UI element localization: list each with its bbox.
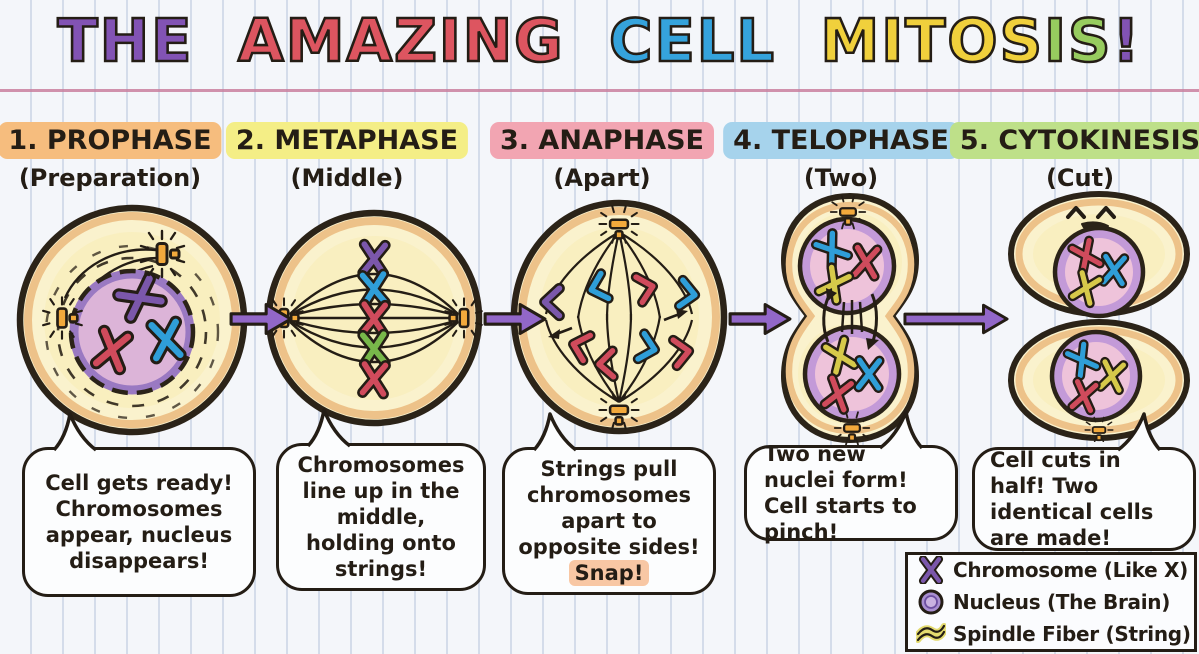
bubble-text: Cell gets ready! Chromosomes appear, nuc…: [45, 470, 233, 574]
phase-1-subtitle: (Preparation): [18, 164, 202, 192]
pull-arrow-right: [663, 309, 688, 322]
phase-1-header: 1. PROPHASE (Preparation): [0, 122, 222, 192]
title-word-mitosis: MITOSIS!: [819, 5, 1142, 77]
pinch-arrows: [822, 288, 879, 350]
phase-5-header: 5. CYTOKINESIS (Cut): [949, 122, 1199, 192]
title-word-cell: CELL: [608, 5, 776, 77]
page-title: THE AMAZING CELL MITOSIS!: [0, 5, 1199, 77]
anaphase-cell-illustration: [506, 196, 732, 438]
bubble-tail: [531, 412, 577, 454]
bubble-text: Two new nuclei form! Cell starts to pinc…: [764, 441, 917, 545]
speech-bubble-metaphase: Chromosomes line up in the middle, holdi…: [276, 408, 486, 591]
metaphase-cell-illustration: [262, 204, 486, 432]
bubble-tail: [1117, 412, 1163, 454]
bubble-text-main: Strings pull chromosomes apart to opposi…: [518, 456, 700, 560]
phase-2-header: 2. METAPHASE (Middle): [225, 122, 469, 192]
nucleus-icon: [916, 588, 946, 616]
speech-bubble-cytokinesis: Cell cuts in half! Two identical cells a…: [972, 412, 1196, 551]
title-exclamation: !: [1111, 5, 1142, 77]
legend-box: Chromosome (Like X) Nucleus (The Brain): [905, 552, 1197, 652]
chromosome-x-icon: [916, 556, 946, 584]
title-word-the: THE: [56, 5, 194, 77]
pull-arrow-left: [548, 326, 573, 339]
title-underline: [0, 89, 1199, 92]
arrow-metaphase-to-anaphase: [482, 300, 548, 338]
telophase-cell-illustration: [752, 190, 948, 446]
phase-4-name: 4. TELOPHASE: [723, 122, 959, 159]
legend-item-chromosome: Chromosome (Like X): [916, 556, 1189, 584]
phase-1-name: 1. PROPHASE: [0, 122, 222, 159]
bubble-text: Cell cuts in half! Two identical cells a…: [990, 447, 1154, 551]
phase-5-subtitle: (Cut): [1045, 164, 1115, 192]
bubble-tail: [51, 412, 97, 454]
legend-label: Nucleus (The Brain): [953, 590, 1171, 614]
legend-label: Spindle Fiber (String): [953, 622, 1191, 646]
speech-bubble-prophase: Cell gets ready! Chromosomes appear, nuc…: [22, 412, 256, 597]
title-word-amazing: AMAZING: [237, 5, 565, 77]
phase-3-header: 3. ANAPHASE (Apart): [489, 122, 715, 192]
phase-3-name: 3. ANAPHASE: [489, 122, 715, 159]
phase-2-subtitle: (Middle): [290, 164, 404, 192]
legend-item-spindle-fiber: Spindle Fiber (String): [916, 620, 1191, 648]
speech-bubble-anaphase: Strings pull chromosomes apart to opposi…: [502, 412, 716, 595]
bubble-text: Chromosomes line up in the middle, holdi…: [297, 452, 465, 582]
title-segment-is: IS: [1043, 5, 1113, 77]
bubble-tail: [879, 410, 925, 452]
phase-4-subtitle: (Two): [803, 164, 879, 192]
cytokinesis-cells-illustration: [1002, 190, 1196, 442]
legend-item-nucleus: Nucleus (The Brain): [916, 588, 1186, 616]
phase-2-name: 2. METAPHASE: [225, 122, 469, 159]
bubble-tail: [305, 408, 351, 450]
phase-5-name: 5. CYTOKINESIS: [949, 122, 1199, 159]
title-segment-mitos: MITOS: [819, 5, 1045, 77]
phase-3-subtitle: (Apart): [553, 164, 651, 192]
snap-highlight: Snap!: [568, 560, 650, 587]
phase-4-header: 4. TELOPHASE (Two): [723, 122, 959, 192]
arrow-telophase-to-cytokinesis: [902, 300, 1010, 338]
speech-bubble-telophase: Two new nuclei form! Cell starts to pinc…: [744, 410, 958, 544]
legend-label: Chromosome (Like X): [953, 558, 1189, 582]
arrow-prophase-to-metaphase: [228, 300, 294, 338]
arrow-anaphase-to-telophase: [727, 300, 793, 338]
bubble-text: Strings pull chromosomes apart to opposi…: [517, 456, 701, 587]
prophase-cell-illustration: [10, 196, 254, 444]
spindle-fiber-icon: [916, 620, 946, 648]
